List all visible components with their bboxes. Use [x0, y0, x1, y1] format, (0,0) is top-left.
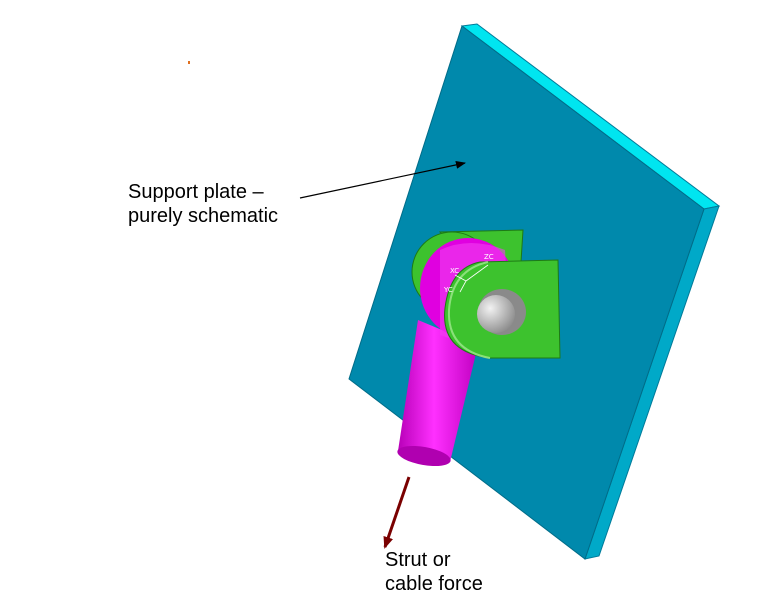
pin: [477, 289, 526, 335]
force-arrow: [383, 476, 411, 549]
csys-triad: ZC XC YC: [443, 253, 494, 294]
support-plate-label-line1: Support plate –: [128, 181, 264, 203]
stray-mark: [188, 61, 190, 64]
strut-force-label-line2: cable force: [385, 573, 483, 595]
support-plate-label: Support plate – purely schematic: [128, 180, 278, 228]
front-lug-edge: [447, 261, 491, 359]
csys-xc-label: XC: [450, 267, 459, 275]
strut-rod: [397, 320, 478, 467]
support-plate-label-line2: purely schematic: [128, 205, 279, 227]
rod-end: [397, 445, 451, 467]
csys-zc-label: ZC: [484, 253, 494, 261]
pin-head: [477, 295, 515, 333]
strut-force-label: Strut or cable force: [385, 548, 483, 596]
clevis: [411, 229, 561, 359]
csys-yc-label: YC: [443, 286, 453, 294]
strut-force-label-line1: Strut or: [385, 549, 451, 571]
rod-body: [398, 320, 478, 462]
support-plate-leader-arrow: [299, 160, 466, 199]
